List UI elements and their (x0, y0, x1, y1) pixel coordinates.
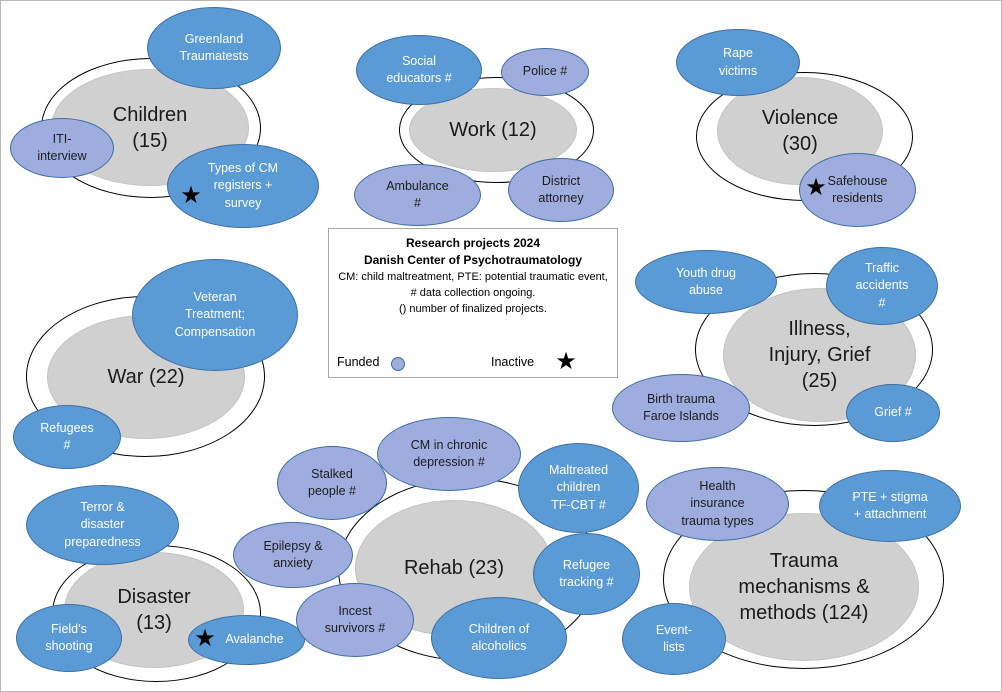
project-epilepsy-anxiety: Epilepsy & anxiety (233, 522, 353, 588)
project-refugee-tracking: Refugee tracking # (533, 533, 640, 615)
legend-note: () number of finalized projects. (399, 303, 547, 315)
inactive-star-icon: ★ (555, 348, 577, 375)
inactive-star-icon: ★ (194, 625, 216, 652)
legend-subtitle: Danish Center of Psychotraumatology (363, 253, 583, 267)
project-cm-registers: Types of CM registers + survey (167, 144, 319, 228)
project-incest-survivors: Incest survivors # (296, 583, 414, 657)
project-police: Police # (501, 48, 589, 96)
inactive-star-icon: ★ (180, 182, 202, 209)
project-ambulance: Ambulance # (354, 164, 481, 226)
legend-inactive-label: Inactive (491, 355, 535, 369)
project-youth-drug-abuse: Youth drug abuse (635, 250, 777, 314)
project-social-educators: Social educators # (356, 35, 482, 105)
legend-title: Research projects 2024 (405, 236, 541, 250)
funded-dot-icon (391, 357, 405, 371)
project-greenland-traumatests: Greenland Traumatests (147, 7, 281, 89)
project-fields-shooting: Field’s shooting (16, 604, 122, 672)
project-terror-preparedness: Terror & disaster preparedness (26, 485, 179, 565)
project-pte-stigma-attachment: PTE + stigma + attachment (819, 470, 961, 542)
project-birth-trauma-faroe: Birth trauma Faroe Islands (612, 374, 750, 442)
project-district-attorney: District attorney (508, 158, 614, 222)
legend-note: # data collection ongoing. (410, 287, 536, 299)
project-cm-chronic-depression: CM in chronic depression # (377, 417, 521, 491)
project-event-lists: Event- lists (622, 603, 726, 675)
project-maltreated-children-tfcbt: Maltreated children TF-CBT # (518, 443, 639, 533)
project-stalked-people: Stalked people # (277, 446, 387, 520)
legend-note: CM: child maltreatment, PTE: potential t… (338, 271, 608, 283)
project-veteran-treatment: Veteran Treatment; Compensation (132, 259, 298, 371)
project-safehouse-residents: Safehouse residents (799, 153, 916, 227)
inactive-star-icon: ★ (805, 174, 827, 201)
project-children-of-alcoholics: Children of alcoholics (431, 597, 567, 679)
project-iti-interview: ITI- interview (10, 118, 114, 178)
project-health-insurance-trauma-types: Health insurance trauma types (646, 467, 789, 541)
project-traffic-accidents: Traffic accidents # (826, 247, 938, 325)
project-avalanche: Avalanche (188, 615, 305, 665)
project-refugees: Refugees # (13, 405, 121, 469)
project-rape-victims: Rape victims (676, 29, 800, 96)
legend-box: Research projects 2024 Danish Center of … (328, 228, 618, 378)
project-grief: Grief # (846, 384, 940, 442)
legend-funded-label: Funded (337, 355, 380, 369)
